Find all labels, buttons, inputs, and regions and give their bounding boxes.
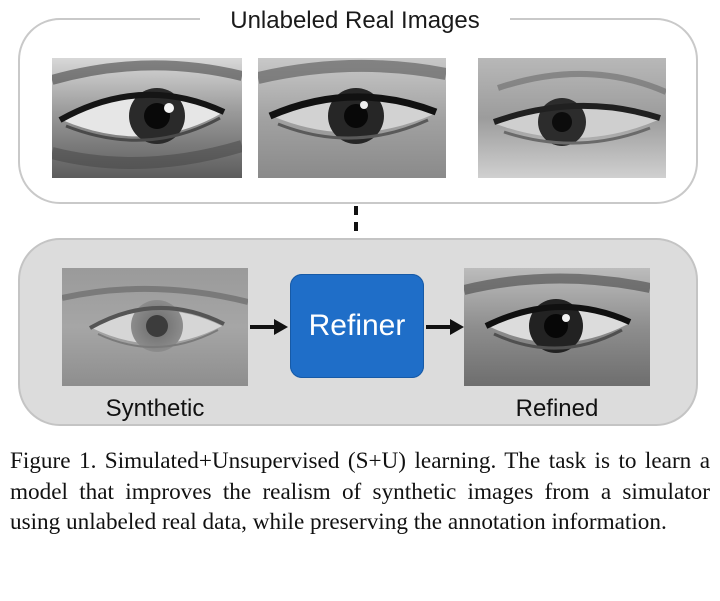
- synthetic-label: Synthetic: [105, 395, 205, 422]
- arrow-to-refined: [426, 319, 464, 335]
- arrow-to-refiner: [250, 319, 288, 335]
- synthetic-eye-image: [62, 268, 248, 386]
- real-images-panel-title: Unlabeled Real Images: [200, 6, 510, 36]
- figure-caption: Figure 1. Simulated+Unsupervised (S+U) l…: [10, 448, 710, 536]
- refined-eye-image: [464, 268, 650, 386]
- refined-label: Refined: [515, 395, 599, 422]
- real-eye-image-1: [52, 58, 242, 178]
- real-eye-image-2: [258, 58, 446, 178]
- refiner-box: Refiner: [290, 274, 424, 378]
- real-eye-image-3: [478, 58, 666, 178]
